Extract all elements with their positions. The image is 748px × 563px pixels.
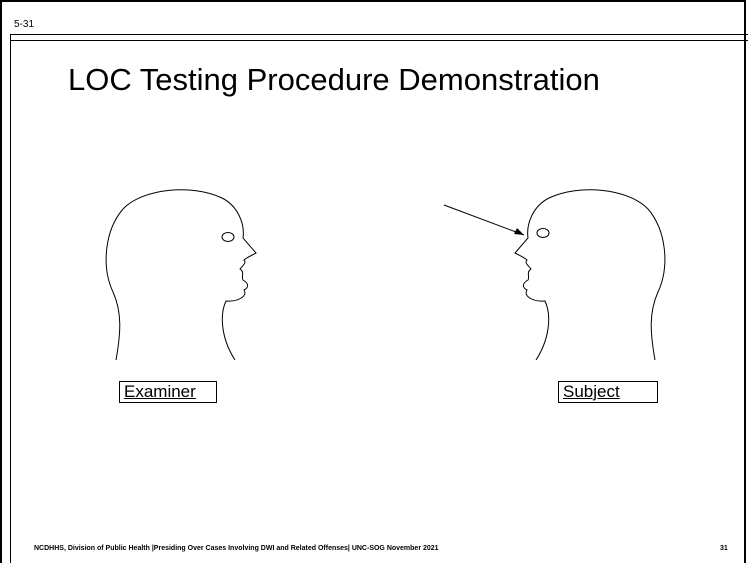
slide-title: LOC Testing Procedure Demonstration bbox=[68, 62, 600, 97]
examiner-label-text: Examiner bbox=[124, 382, 196, 401]
subject-label: Subject bbox=[558, 381, 658, 403]
header-rule-bottom bbox=[10, 40, 748, 41]
subject-label-text: Subject bbox=[563, 382, 620, 401]
slide-number-label: 5-31 bbox=[14, 19, 35, 30]
header-rule-top bbox=[10, 34, 748, 35]
stimulus-arrow bbox=[443, 204, 525, 236]
examiner-label: Examiner bbox=[119, 381, 217, 403]
left-margin-line bbox=[10, 34, 11, 563]
stimulus-arrowhead bbox=[514, 228, 524, 235]
footer-text: NCDHHS, Division of Public Health |Presi… bbox=[34, 545, 439, 552]
subject-eye bbox=[536, 228, 550, 238]
examiner-head-outline bbox=[105, 189, 257, 361]
examiner-eye bbox=[221, 232, 235, 242]
page-number: 31 bbox=[720, 545, 728, 552]
subject-head-outline bbox=[514, 189, 666, 361]
